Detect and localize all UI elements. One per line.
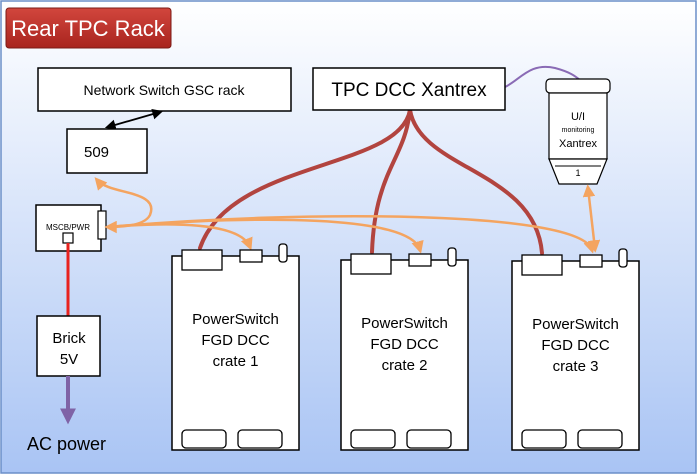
mscb-label: MSCB/PWR (46, 223, 90, 232)
signal-mscb-to-crate-3 (107, 214, 596, 254)
monitor-label-1: 1 (575, 168, 580, 178)
crate-label-line: PowerSwitch (192, 311, 279, 328)
crate-label-line: FGD DCC (541, 337, 609, 354)
crate-body (171, 255, 300, 451)
box-509 (66, 128, 148, 174)
signal-monitor-to-crate-3 (582, 184, 601, 253)
xantrex-monitor: U/I monitoring Xantrex 1 (545, 78, 611, 185)
crate-bottom-handle-left (181, 429, 227, 449)
monitor-base (548, 158, 608, 185)
crate-bottom-handle-right (577, 429, 623, 449)
title-text: Rear TPC Rack (11, 16, 166, 41)
tpc-dcc-label: TPC DCC Xantrex (331, 80, 487, 101)
crate-led (447, 247, 457, 267)
power-line-crate-1 (198, 108, 412, 250)
crate-led (278, 243, 288, 263)
crate-signal-connector (408, 253, 432, 267)
title-badge (5, 7, 172, 49)
crate-body (511, 260, 640, 451)
tpc-dcc-box (312, 67, 506, 111)
network-arrow (104, 108, 164, 131)
crate-signal-connector (239, 249, 263, 263)
crate-bottom-handle-left (521, 429, 567, 449)
monitor-link (504, 65, 581, 88)
crate-label-line: crate 3 (553, 358, 599, 375)
monitor-label-ui: U/I (571, 111, 585, 123)
brick-label-1: Brick (52, 330, 86, 347)
crate-bottom-handle-left (350, 429, 396, 449)
crate-label-line: crate 1 (213, 353, 259, 370)
mscb-connector (97, 210, 107, 240)
crate-power-connector (181, 249, 223, 271)
crate-label-line: PowerSwitch (361, 315, 448, 332)
ac-power-label: AC power (27, 434, 106, 454)
crate-led (618, 248, 628, 268)
crate-signal-connector (579, 254, 603, 268)
crate-label-line: PowerSwitch (532, 316, 619, 333)
monitor-label-xantrex: Xantrex (559, 138, 597, 150)
network-switch-box (37, 67, 292, 112)
monitor-top (545, 78, 611, 94)
crate-label-line: FGD DCC (370, 336, 438, 353)
crate-label-line: crate 2 (382, 357, 428, 374)
power-line-crate-3 (408, 108, 544, 255)
monitor-body (548, 92, 608, 160)
crate-bottom-handle-right (237, 429, 283, 449)
network-switch-label: Network Switch GSC rack (83, 82, 245, 98)
crate-power-connector (350, 253, 392, 275)
box-509-label: 509 (84, 144, 109, 161)
crate-body (340, 259, 469, 451)
crate-bottom-handle-right (406, 429, 452, 449)
signal-arrows (94, 177, 601, 254)
mscb-power-port (62, 232, 74, 244)
crate-label-line: FGD DCC (201, 332, 269, 349)
monitor-label-monitoring: monitoring (562, 127, 595, 134)
brick-label-2: 5V (60, 351, 78, 368)
crate-power-connector (521, 254, 563, 276)
